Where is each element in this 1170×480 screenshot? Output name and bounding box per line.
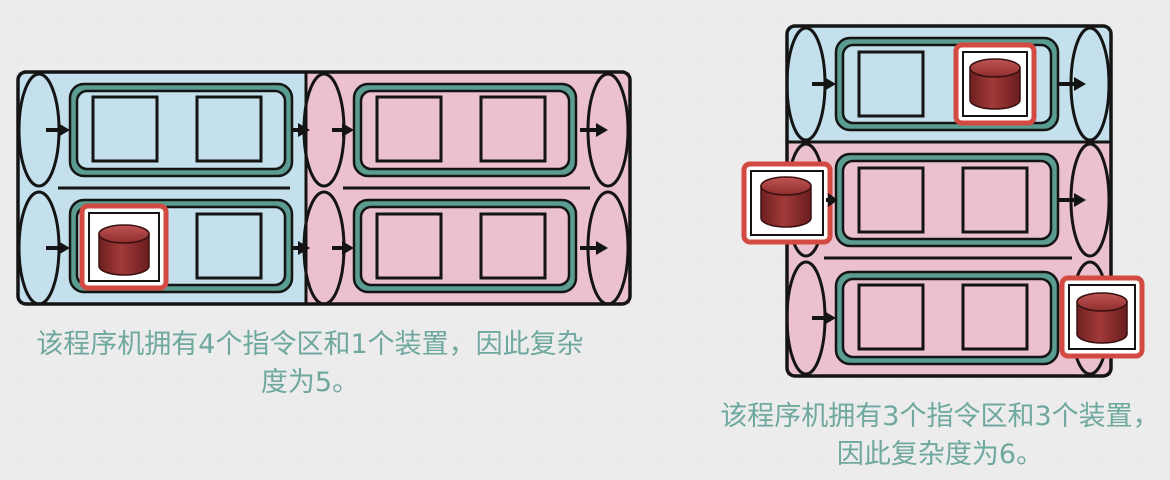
caption-right: 该程序机拥有3个指令区和3个装置，因此复杂度为6。 [720, 401, 1160, 470]
arrow-right-icon [292, 123, 310, 137]
arrow-right-icon [46, 241, 70, 255]
arrow-right-icon [580, 241, 608, 255]
square-box-icon [91, 95, 159, 163]
arrow-right-icon [1058, 77, 1086, 91]
program-machine-left [16, 70, 632, 306]
arrow-right-icon [580, 123, 608, 137]
red-cylinder-device-icon [741, 161, 833, 245]
square-box-icon [375, 95, 443, 163]
program-machine-right [741, 24, 1145, 378]
instruction-zone [352, 82, 578, 178]
machine-border [16, 70, 632, 306]
square-box-icon [479, 95, 547, 163]
square-box-icon [961, 283, 1029, 351]
square-box-icon [195, 212, 263, 280]
caption-left: 该程序机拥有4个指令区和1个装置，因此复杂度为5。 [36, 329, 584, 398]
red-cylinder-device-icon [79, 203, 169, 291]
instruction-zone [834, 152, 1060, 248]
instruction-zone [68, 82, 294, 178]
square-box-icon [961, 166, 1029, 234]
square-box-icon [857, 50, 925, 118]
arrow-right-icon [1058, 193, 1086, 207]
red-cylinder-device-icon [1059, 275, 1145, 359]
arrow-right-icon [826, 193, 838, 207]
instruction-zone [352, 198, 578, 294]
square-box-icon [857, 166, 925, 234]
square-box-icon [857, 283, 925, 351]
instruction-zone [834, 270, 1060, 366]
arrow-right-icon [332, 241, 354, 255]
square-box-icon [479, 212, 547, 280]
red-cylinder-device-icon [953, 42, 1037, 126]
arrow-right-icon [332, 123, 354, 137]
arrow-right-icon [812, 311, 836, 325]
arrow-right-icon [46, 123, 70, 137]
arrow-right-icon [812, 77, 836, 91]
square-box-icon [375, 212, 443, 280]
arrow-right-icon [292, 241, 310, 255]
square-box-icon [195, 95, 263, 163]
